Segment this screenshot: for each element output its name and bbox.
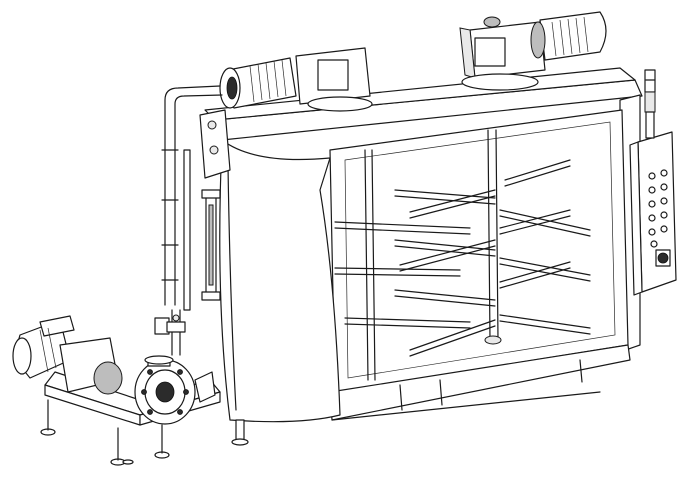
control-panel-box: [637, 131, 677, 293]
sight-glass-icon: [201, 189, 221, 301]
paddle-row-2: [409, 189, 591, 237]
drive-left: [219, 47, 373, 112]
paddle-row-4: [399, 239, 591, 282]
paddle-row-1: [394, 159, 571, 205]
base-skid-rib-1: [579, 359, 583, 383]
signal-light-icon: [644, 69, 656, 139]
base-skid-rib-3: [399, 384, 403, 411]
panel-buttons: [648, 169, 668, 248]
agitator-shaft-center-edge: [495, 129, 499, 341]
agitator-shaft-left-edge: [371, 149, 376, 381]
front-shell-face: [219, 139, 341, 423]
control-panel-side: [629, 141, 643, 296]
mixing-paddles: [334, 129, 591, 381]
paddle-row-5: [394, 261, 571, 307]
shaft-bottom-bearing: [484, 335, 502, 345]
pump-icon: [134, 355, 196, 425]
electric-motor-icon: [12, 315, 75, 379]
hinge-plate: [199, 109, 231, 179]
paddle-row-6: [409, 314, 591, 357]
drive-mount-flange: [461, 73, 539, 91]
electric-motor-icon: [530, 11, 607, 61]
paddle-row-3: [394, 209, 571, 257]
valve-icon: [154, 314, 186, 335]
base-skid-lower-edge: [331, 391, 601, 421]
tank-front-shell: [199, 109, 341, 446]
agitator-shaft-left: [364, 149, 369, 381]
base-skid-rib-2: [439, 379, 443, 406]
leveling-foot-icon: [231, 419, 249, 446]
tank-inner-panel: [344, 121, 616, 379]
pump-outlet: [194, 371, 216, 403]
paddle-bars-left: [334, 221, 471, 329]
drive-right: [459, 11, 607, 91]
leveling-foot-icon: [40, 399, 170, 466]
electric-motor-icon: [219, 57, 297, 109]
drive-mount-flange: [307, 96, 373, 112]
transfer-pump-assembly: [12, 309, 221, 466]
control-panel: [629, 69, 677, 296]
side-piping: [161, 85, 223, 311]
rotary-switch-icon: [655, 249, 671, 267]
